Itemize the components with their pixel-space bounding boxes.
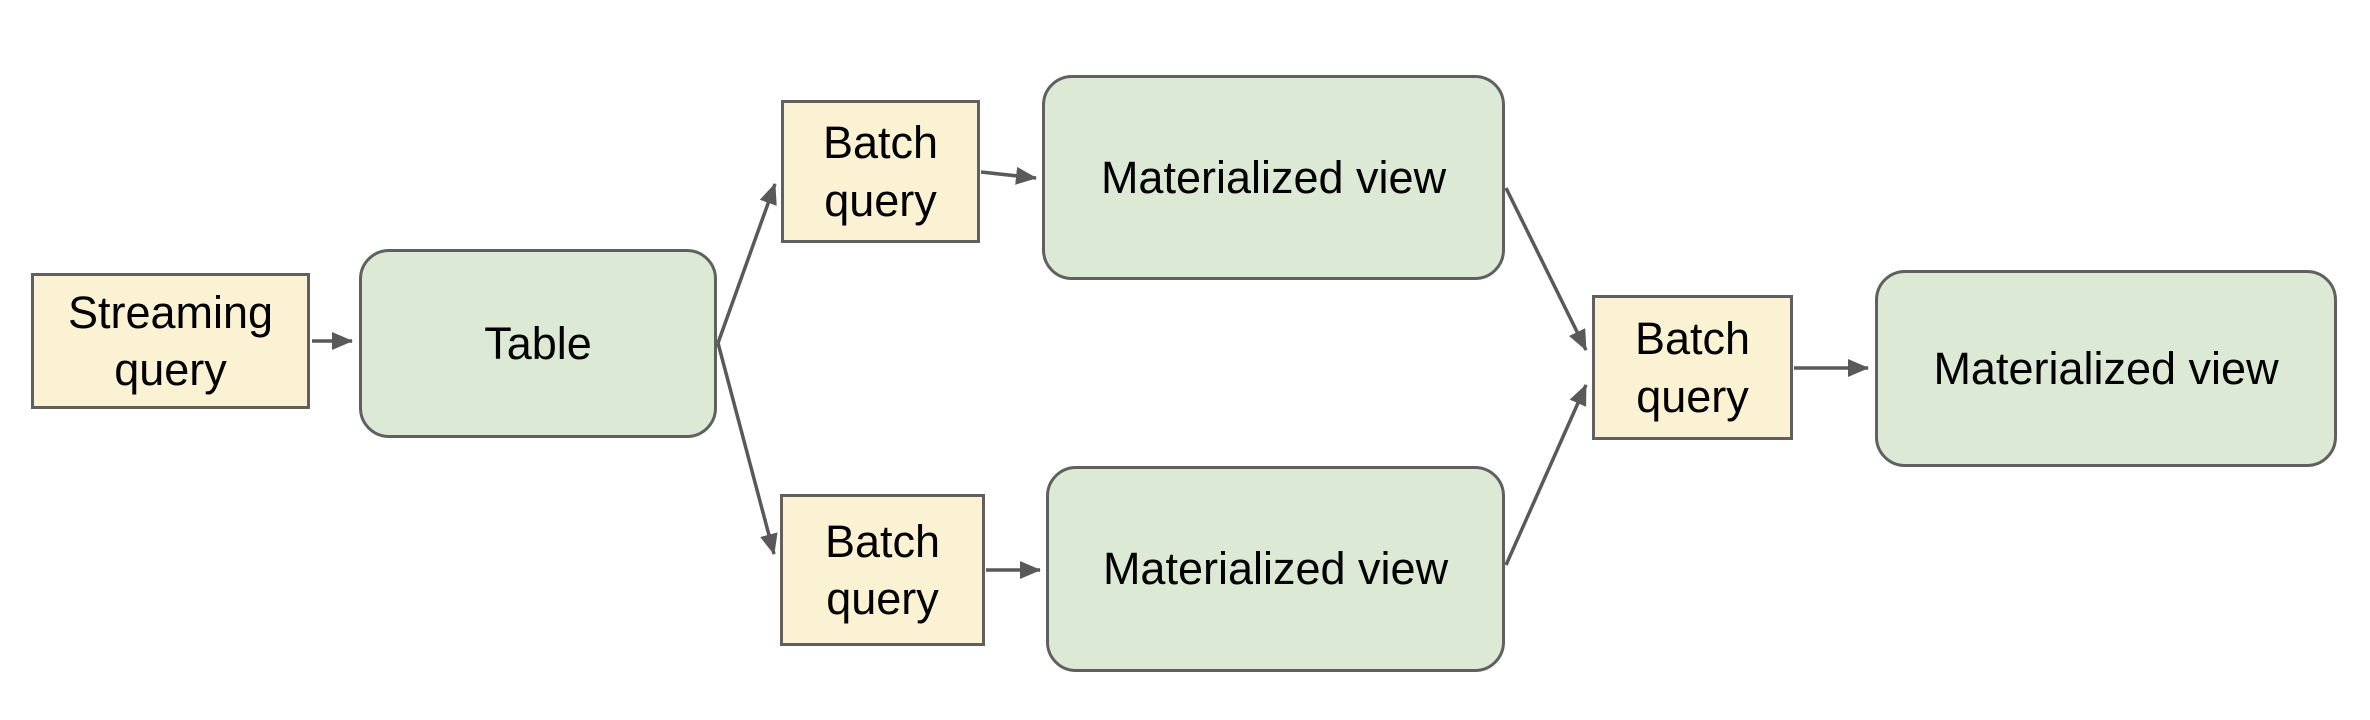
node-batch-query-bottom: Batch query bbox=[780, 494, 985, 646]
node-label: Materialized view bbox=[1100, 151, 1447, 203]
node-label: Table bbox=[484, 317, 592, 369]
connector-table-to-batch-query-top bbox=[716, 183, 777, 344]
connector-materialized-view-bottom-to-batch-query-right bbox=[1504, 384, 1588, 566]
node-materialized-view-right: Materialized view bbox=[1875, 270, 2337, 467]
node-table: Table bbox=[359, 249, 717, 438]
node-materialized-view-bottom: Materialized view bbox=[1046, 466, 1505, 672]
node-label: Batch query bbox=[1634, 313, 1751, 422]
node-batch-query-top: Batch query bbox=[781, 100, 980, 243]
node-streaming-query: Streaming query bbox=[31, 273, 310, 409]
connector-materialized-view-top-to-batch-query-right bbox=[1504, 187, 1588, 351]
node-label: Batch query bbox=[824, 515, 941, 624]
connector-batch-query-top-to-materialized-view-top bbox=[980, 166, 1037, 185]
node-batch-query-right: Batch query bbox=[1592, 295, 1793, 440]
node-label: Batch query bbox=[822, 117, 939, 226]
connector-table-to-batch-query-bottom bbox=[716, 342, 778, 555]
node-label: Materialized view bbox=[1102, 543, 1449, 595]
node-label: Streaming query bbox=[67, 286, 274, 395]
node-materialized-view-top: Materialized view bbox=[1042, 75, 1505, 280]
node-label: Materialized view bbox=[1933, 342, 2279, 394]
